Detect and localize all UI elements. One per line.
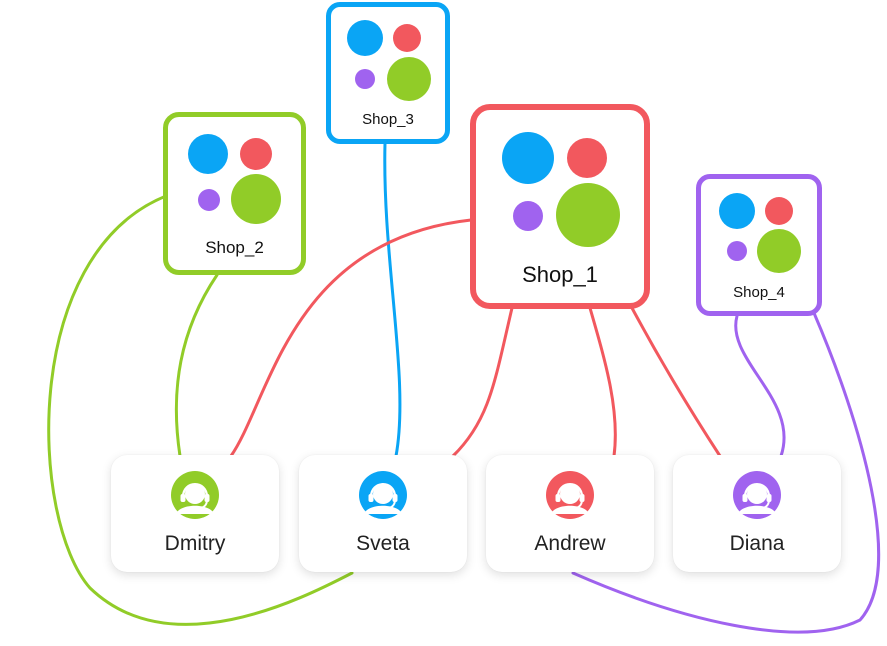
headset-agent-icon (546, 471, 594, 519)
connection-shop4-andrew (571, 311, 881, 634)
shop-card-shop-3[interactable]: Shop_3 (326, 2, 450, 144)
connection-shop3-sveta (383, 141, 402, 458)
connection-shop1-dmitry (229, 218, 473, 458)
connection-shop1-diana (630, 306, 722, 458)
shop-card-shop-2[interactable]: Shop_2 (163, 112, 306, 275)
category-dot-purple (355, 69, 375, 89)
agent-card-andrew[interactable]: Andrew (486, 455, 654, 572)
connection-shop2-dmitry (174, 273, 219, 458)
category-dot-red (765, 197, 793, 225)
category-dot-red (240, 138, 272, 170)
agent-card-sveta[interactable]: Sveta (299, 455, 467, 572)
shop-card-shop-1[interactable]: Shop_1 (470, 104, 650, 309)
category-dot-purple (198, 189, 220, 211)
agent-name: Dmitry (164, 532, 226, 555)
shop-name: Shop_4 (733, 284, 785, 301)
agent-name: Andrew (534, 532, 606, 555)
connection-shop2-sveta (47, 194, 354, 626)
connection-shop4-diana (734, 314, 786, 458)
category-dot-green (757, 229, 801, 273)
agent-name: Diana (729, 532, 785, 555)
agent-card-diana[interactable]: Diana (673, 455, 841, 572)
category-dot-purple (727, 241, 747, 261)
shop-card-shop-4[interactable]: Shop_4 (696, 174, 822, 316)
category-dot-blue (502, 132, 554, 184)
category-dot-green (556, 183, 620, 247)
category-dot-red (393, 24, 421, 52)
category-dot-red (567, 138, 607, 178)
category-dot-blue (188, 134, 228, 174)
headset-agent-icon (171, 471, 219, 519)
category-dot-blue (347, 20, 383, 56)
category-dot-green (387, 57, 431, 101)
agent-name: Sveta (356, 532, 410, 555)
category-dot-green (231, 174, 281, 224)
agent-card-dmitry[interactable]: Dmitry (111, 455, 279, 572)
category-dot-blue (719, 193, 755, 229)
headset-agent-icon (733, 471, 781, 519)
connection-shop1-sveta (451, 306, 514, 458)
headset-agent-icon (359, 471, 407, 519)
category-dot-purple (513, 201, 543, 231)
shop-name: Shop_3 (362, 111, 414, 128)
shop-name: Shop_1 (522, 262, 598, 287)
shop-name: Shop_2 (205, 238, 264, 257)
connection-shop1-andrew (588, 306, 617, 458)
